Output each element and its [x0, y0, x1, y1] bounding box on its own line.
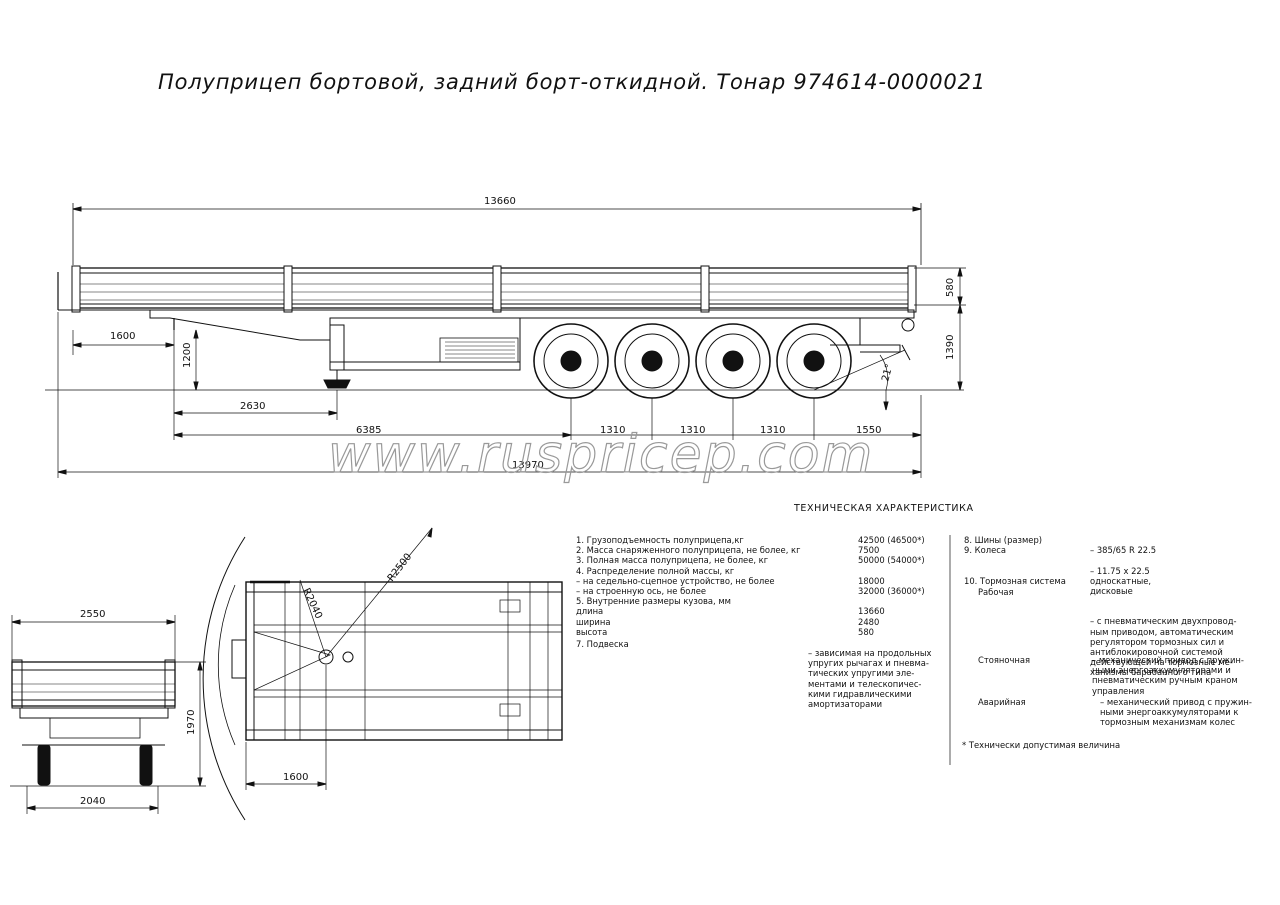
spec-left-labels: 1. Грузоподъемность полуприцепа,кг 2. Ма… — [576, 535, 801, 649]
spec-row-value: 580 — [858, 626, 874, 637]
spec-row-value: 50000 (54000*) — [858, 555, 925, 566]
spec-row-label: высота — [576, 626, 608, 637]
spec-row-label: ширина — [576, 616, 611, 627]
dim-kingpin-axle: 6385 — [356, 425, 381, 436]
dim-track-width: 2040 — [80, 796, 105, 807]
spec-row-label: 5. Внутренние размеры кузова, мм — [576, 596, 731, 607]
spec-brakes-label: 10. Тормозная система — [964, 576, 1066, 587]
spec-row-value: 32000 (36000*) — [858, 586, 925, 596]
dim-axle-2: 1310 — [680, 425, 705, 436]
spec-row-label: 3. Полная масса полуприцепа, не более, к… — [576, 555, 769, 566]
spec-row-value: 42500 (46500*) — [858, 535, 925, 545]
spec-footnote: * Технически допустимая величина — [962, 740, 1121, 750]
dim-total-length: 13970 — [512, 460, 544, 471]
spec-row-value — [858, 566, 925, 576]
spec-parking-value: – механический привод с пружин- ными эне… — [1092, 655, 1244, 696]
side-view: 13660 — [45, 196, 966, 486]
spec-emergency-value: – механический привод с пружин- ными эне… — [1100, 697, 1252, 728]
spec-working-value: – с пневматическим двухпровод- ным приво… — [1090, 616, 1237, 678]
spec-wheels-value: – 11.75 x 22.5 односкатные, дисковые — [1090, 565, 1152, 597]
dim-side-height: 580 — [945, 278, 956, 297]
spec-suspension-label: 7. Подвеска — [576, 639, 629, 650]
spec-row-label: 1. Грузоподъемность полуприцепа,кг — [576, 535, 744, 545]
dim-support: 2630 — [240, 401, 265, 412]
dim-rear-width: 2550 — [80, 609, 105, 620]
spec-row-label: 4. Распределение полной массы, кг — [576, 565, 735, 576]
dim-radius-2500: R2500 — [386, 552, 415, 584]
spec-row-label: – на седельно-сцепное устройство, не бол… — [576, 575, 775, 586]
dim-kingpin-front: 1600 — [110, 331, 135, 342]
dim-rear-overhang: 1550 — [856, 425, 881, 436]
spec-wheels-label: 9. Колеса — [964, 545, 1006, 556]
dim-total-height: 1390 — [945, 335, 956, 360]
spec-row-label: – на строенную ось, не более — [576, 586, 707, 597]
dim-plan-front: 1600 — [283, 772, 308, 783]
dim-axle-3: 1310 — [760, 425, 785, 436]
spec-parking-label: Стояночная — [978, 655, 1031, 665]
spec-row-value: 7500 — [858, 545, 880, 556]
spec-emergency-label: Аварийная — [978, 697, 1026, 707]
spec-left-values: 42500 (46500*) 7500 50000 (54000*) 18000… — [858, 535, 925, 637]
spec-suspension-value: – зависимая на продольных упругих рычага… — [808, 648, 932, 710]
spec-tires-label: 8. Шины (размер) — [964, 535, 1043, 545]
spec-right-values: – 385/65 R 22.5 – 11.75 x 22.5 односкатн… — [1090, 535, 1237, 688]
dim-axle-1: 1310 — [600, 425, 625, 436]
dim-overall-length: 13660 — [484, 196, 516, 207]
dim-coupling-height: 1200 — [182, 343, 193, 368]
plan-view: R2500 R2040 1600 — [202, 527, 563, 821]
wheel-group — [533, 323, 852, 399]
drawing-title: Полуприцеп бортовой, задний борт-откидно… — [158, 70, 986, 94]
spec-tires-value: – 385/65 R 22.5 — [1090, 545, 1157, 556]
spec-right-labels: 8. Шины (размер) 9. Колеса 10. Тормозная… — [964, 535, 1066, 597]
spec-row-label: длина — [576, 606, 604, 617]
spec-heading: ТЕХНИЧЕСКАЯ ХАРАКТЕРИСТИКА — [794, 503, 974, 514]
spec-row-value — [858, 596, 925, 606]
dim-angle: 21° — [880, 363, 895, 383]
spec-row-label: 2. Масса снаряженного полуприцепа, не бо… — [576, 545, 801, 556]
dim-rear-height: 1970 — [186, 710, 197, 735]
spec-row-value: 18000 — [858, 575, 885, 586]
rear-view: 2550 1970 2040 — [10, 609, 206, 814]
watermark: www.ruspricep.com — [328, 425, 874, 485]
spec-row-value: 13660 — [858, 606, 885, 617]
spec-working-label: Рабочая — [978, 586, 1014, 597]
spec-row-value: 2480 — [858, 616, 880, 627]
